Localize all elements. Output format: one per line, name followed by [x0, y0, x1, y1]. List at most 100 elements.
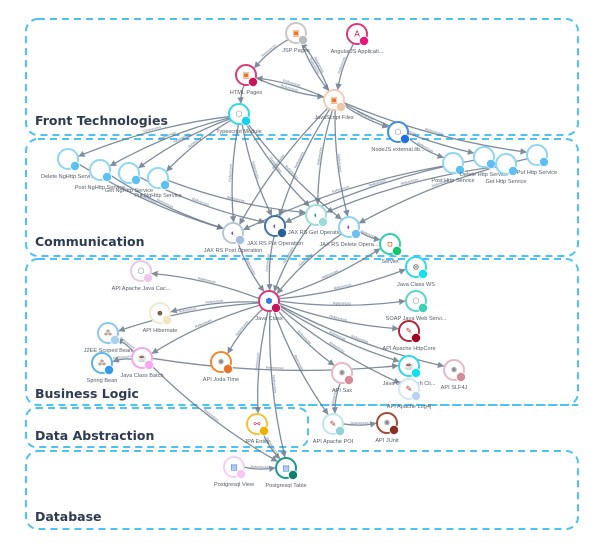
node-type-badge [159, 179, 170, 190]
graph-node-posthttp[interactable]: Post Http Service [431, 152, 475, 184]
feather-icon: ✎ [406, 327, 413, 336]
node-type-badge [240, 116, 251, 127]
edge: References [278, 303, 445, 369]
edge-line [138, 118, 231, 169]
edge-line [343, 102, 527, 155]
edge: References [326, 165, 497, 213]
layer-box-business-logic [25, 258, 579, 406]
node-type-badge [247, 77, 258, 88]
edge: References [273, 309, 329, 415]
edge-label: References [156, 198, 174, 209]
graph-node-joda[interactable]: ✺API Joda Time [203, 351, 239, 383]
graph-node-j2ee[interactable]: ⁂J2EE Scoped Bean [84, 322, 133, 354]
edge-label: References [265, 253, 270, 271]
node-label: JPA Entity [244, 439, 269, 445]
graph-node-gethttp[interactable]: Get Http Service [485, 153, 527, 185]
node-type-badge [485, 158, 496, 169]
node-type-badge [142, 272, 153, 283]
feather-icon: ✎ [406, 385, 413, 394]
angular-icon: A [354, 30, 360, 39]
node-type-badge [287, 469, 298, 480]
graph-node-jaxput[interactable]: ◐JAX RS Put Operation [247, 215, 303, 247]
edge-line [300, 42, 330, 92]
graph-node-ws[interactable]: ⊛Java Class WS [397, 256, 435, 288]
graph-node-putng[interactable]: Put NgHttp Service [134, 167, 182, 199]
edge-label: References [298, 252, 314, 267]
edge-line [237, 84, 245, 104]
graph-node-batch[interactable]: ☕Java Class Batch [120, 347, 164, 379]
node-label: JAX RS Post Operation [204, 248, 262, 254]
node-type-badge [258, 425, 269, 436]
node-type-badge [143, 359, 154, 370]
graph-node-jsp[interactable]: ▣JSP Pages [282, 22, 310, 54]
edge-line [229, 123, 240, 223]
graph-node-pgview[interactable]: ▤Postgresql View [214, 456, 255, 488]
graph-node-jsfiles[interactable]: ▣JavaScript Files [314, 89, 354, 121]
graph-node-javaclass[interactable]: ⬢Java Class [255, 290, 283, 322]
edge-label: References [333, 301, 351, 305]
edge-line [278, 302, 399, 332]
edge-label: References [266, 366, 284, 371]
file-icon: ▣ [292, 29, 300, 38]
graph-node-nodejs[interactable]: ⬡NodeJS external lib... [371, 121, 425, 153]
graph-node-log4j[interactable]: ✎API Apache Log4j [387, 378, 431, 410]
nodes: ▣JSP Pages A AngularJS Applicati... ▣HTML P… [41, 22, 557, 489]
edge-label: References [294, 151, 305, 169]
edge: References [277, 248, 381, 298]
graph-node-postng[interactable]: Post NgHttp Service [75, 159, 125, 191]
node-type-badge [507, 165, 518, 176]
graph-node-pgtable[interactable]: ▤Postgresql Table [265, 457, 307, 489]
operation-icon: ◐ [347, 223, 352, 232]
operation-icon: ◐ [273, 222, 278, 231]
edge-label: References [205, 299, 223, 305]
node-type-badge [454, 164, 465, 175]
node-label: Java Class [255, 316, 283, 322]
graph-node-hibernate[interactable]: ☻API Hibernate [143, 302, 178, 334]
edge: References [277, 304, 400, 363]
layer-title-front-technologies: Front Technologies [35, 113, 168, 128]
bean-icon: ⁂ [98, 359, 106, 368]
graph-node-servlet[interactable]: ◘Servlet [379, 233, 402, 265]
graph-node-ts[interactable]: ⬡Typescript Module [216, 103, 262, 135]
node-label: Delete NgHttp Servi... [41, 174, 96, 180]
graph-node-poi[interactable]: ✎API Apache POI [313, 413, 354, 445]
graph-node-delhttp[interactable]: Delete Http Service [460, 146, 508, 178]
graph-node-apicache[interactable]: ⬡API Apache Java Cac... [112, 260, 171, 292]
graph-node-junit[interactable]: ✺API JUnit [375, 412, 399, 444]
node-type-badge [317, 216, 328, 227]
edge: References [170, 299, 260, 314]
node-label: AngularJS Applicati... [331, 49, 384, 55]
graph-node-spring[interactable]: ⁂Spring Bean [87, 352, 118, 384]
node-type-badge [391, 245, 402, 256]
graph-node-puthttp[interactable]: Put Http Service [517, 144, 557, 176]
node-label: Post NgHttp Service [75, 185, 125, 191]
edge-line [277, 305, 401, 384]
graph-node-httpcore[interactable]: ✎API Apache HttpCore [382, 320, 436, 352]
edge-line [277, 304, 400, 363]
node-label: Post Http Service [431, 178, 474, 184]
edge-label: References [283, 79, 302, 88]
edge: References [314, 109, 334, 205]
edge-label: References [192, 197, 210, 207]
edge: References [78, 115, 230, 157]
edge-label: References [140, 193, 158, 204]
graph-node-soap[interactable]: ⬡SOAP Java Web Servi... [386, 290, 447, 322]
graph-node-sax[interactable]: ✺API Sax [331, 362, 354, 394]
graph-node-slf4j[interactable]: ✺API SLF4J [441, 359, 468, 391]
graph-node-html[interactable]: ▣HTML Pages [230, 64, 263, 96]
graph-node-jpa[interactable]: ⚯JPA Entity [244, 413, 270, 445]
graph-node-angular[interactable]: A AngularJS Applicati... [331, 23, 384, 55]
graph-node-jaxdel[interactable]: ◐ JAX RS Delete Opera... [319, 216, 379, 248]
edge: References [166, 119, 232, 172]
graph-node-jaxpost[interactable]: ◐JAX RS Post Operation [204, 222, 262, 254]
edge: References [241, 123, 273, 217]
edge: References [342, 421, 377, 428]
graph-node-jaxget[interactable]: ◐JAX RS Get Operation [288, 204, 344, 236]
file-icon: ▣ [330, 96, 338, 105]
node-label: JAX RS Delete Opera... [319, 242, 379, 248]
graph-node-delng[interactable]: Delete NgHttp Servi... [41, 148, 96, 180]
graph-node-getng[interactable]: Get NgHttp Service [105, 162, 153, 194]
edge-label: References [321, 269, 339, 280]
edge-line [78, 115, 230, 157]
